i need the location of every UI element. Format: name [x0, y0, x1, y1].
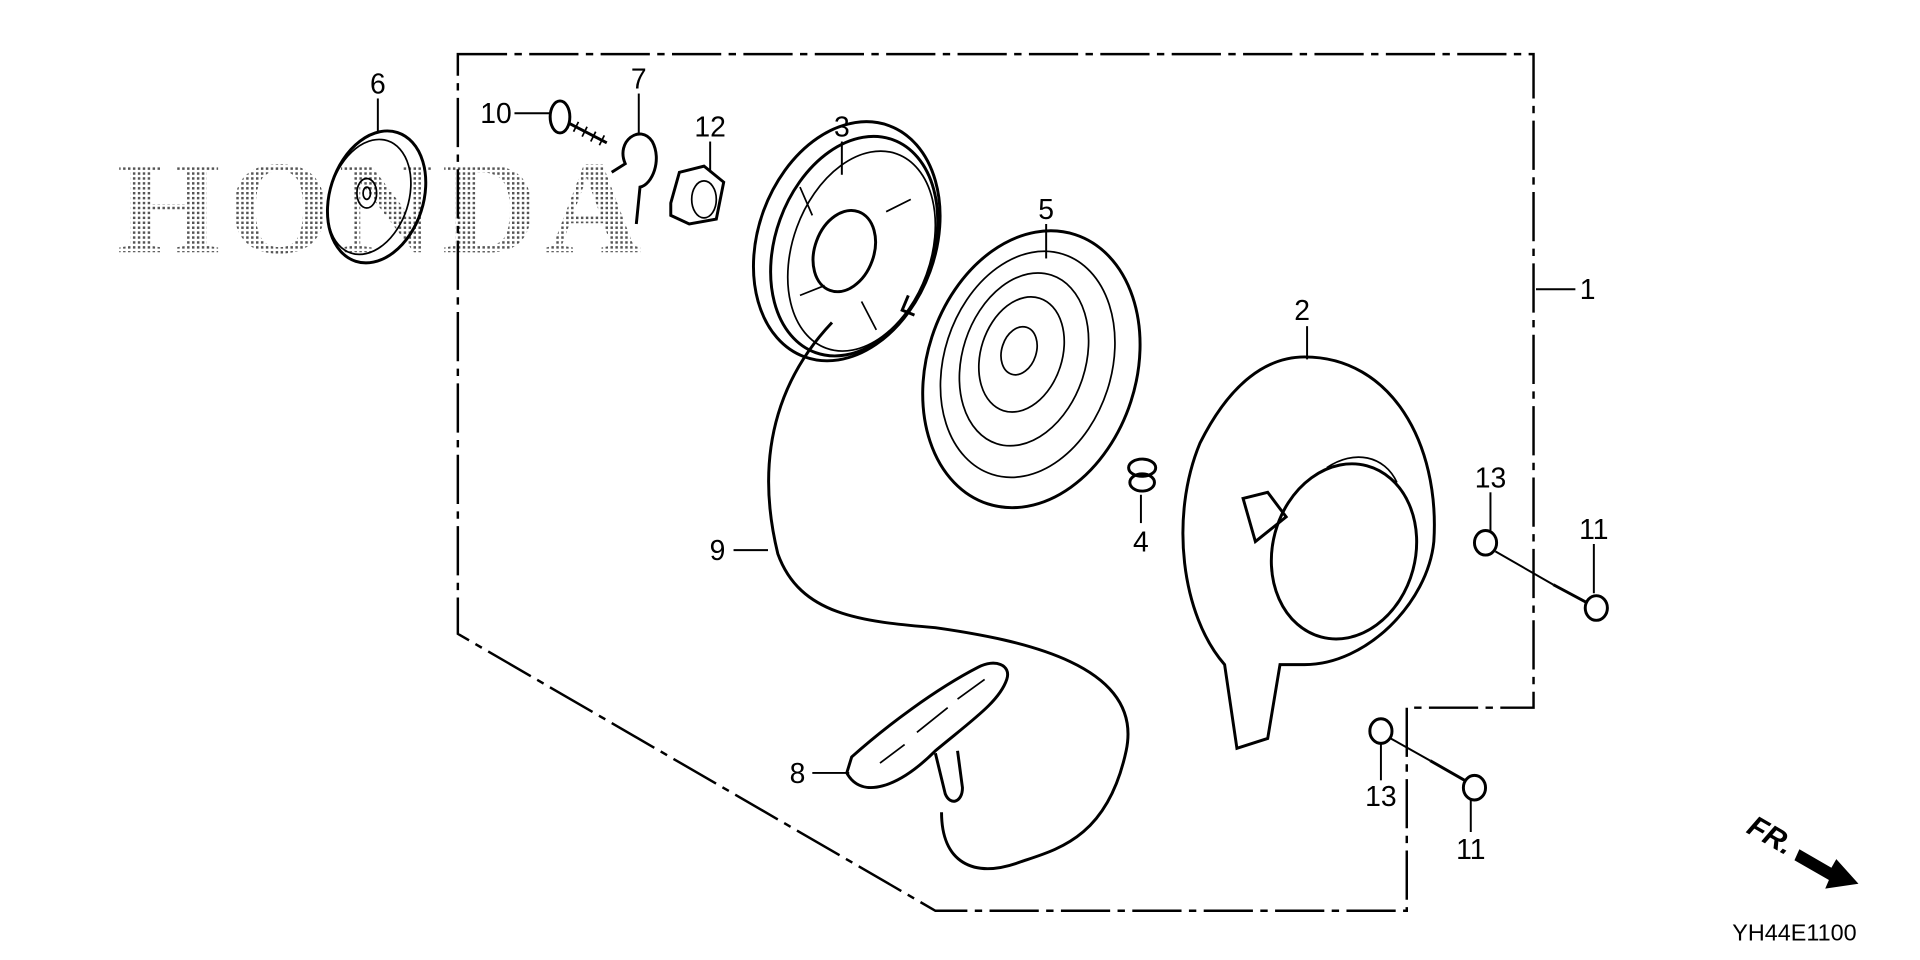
- callout-7: 7: [631, 63, 647, 95]
- diagram-code: YH44E1100: [1732, 919, 1856, 945]
- part-4-collar[interactable]: [1127, 457, 1158, 493]
- part-11-screw-lower[interactable]: [1390, 737, 1488, 802]
- callout-2: 2: [1294, 294, 1310, 326]
- callout-leaders: [376, 93, 1595, 832]
- front-label: FR.: [1742, 809, 1800, 861]
- part-6-plate[interactable]: [311, 118, 442, 276]
- callout-6: 6: [370, 68, 386, 100]
- assembly-boundary: [456, 52, 1535, 912]
- part-12-ratchet[interactable]: [669, 164, 726, 226]
- part-8-handle[interactable]: [845, 661, 1010, 803]
- callout-8: 8: [790, 757, 806, 789]
- callout-10: 10: [480, 97, 511, 129]
- callout-11-upper: 11: [1579, 513, 1608, 545]
- part-5-spring[interactable]: [888, 202, 1174, 536]
- callout-4: 4: [1133, 525, 1149, 557]
- honda-watermark: HONDA: [117, 134, 649, 281]
- callout-9: 9: [710, 534, 726, 566]
- part-11-screw-upper[interactable]: [1494, 550, 1609, 622]
- callout-13-lower: 13: [1365, 780, 1396, 812]
- part-13-collar-upper[interactable]: [1472, 528, 1499, 557]
- callout-11-lower: 11: [1456, 833, 1485, 865]
- part-9-rope[interactable]: [767, 321, 1130, 871]
- front-arrow-icon: FR.: [1742, 809, 1859, 889]
- callout-5: 5: [1038, 193, 1054, 225]
- callout-3: 3: [834, 111, 850, 143]
- part-10-bolt[interactable]: [548, 99, 608, 146]
- part-7-clip[interactable]: [610, 132, 658, 225]
- callout-12: 12: [694, 111, 725, 143]
- part-13-collar-lower[interactable]: [1368, 717, 1394, 745]
- part-2-starter-case[interactable]: [1181, 355, 1436, 751]
- callout-1: 1: [1580, 273, 1596, 305]
- callout-13-upper: 13: [1475, 461, 1506, 493]
